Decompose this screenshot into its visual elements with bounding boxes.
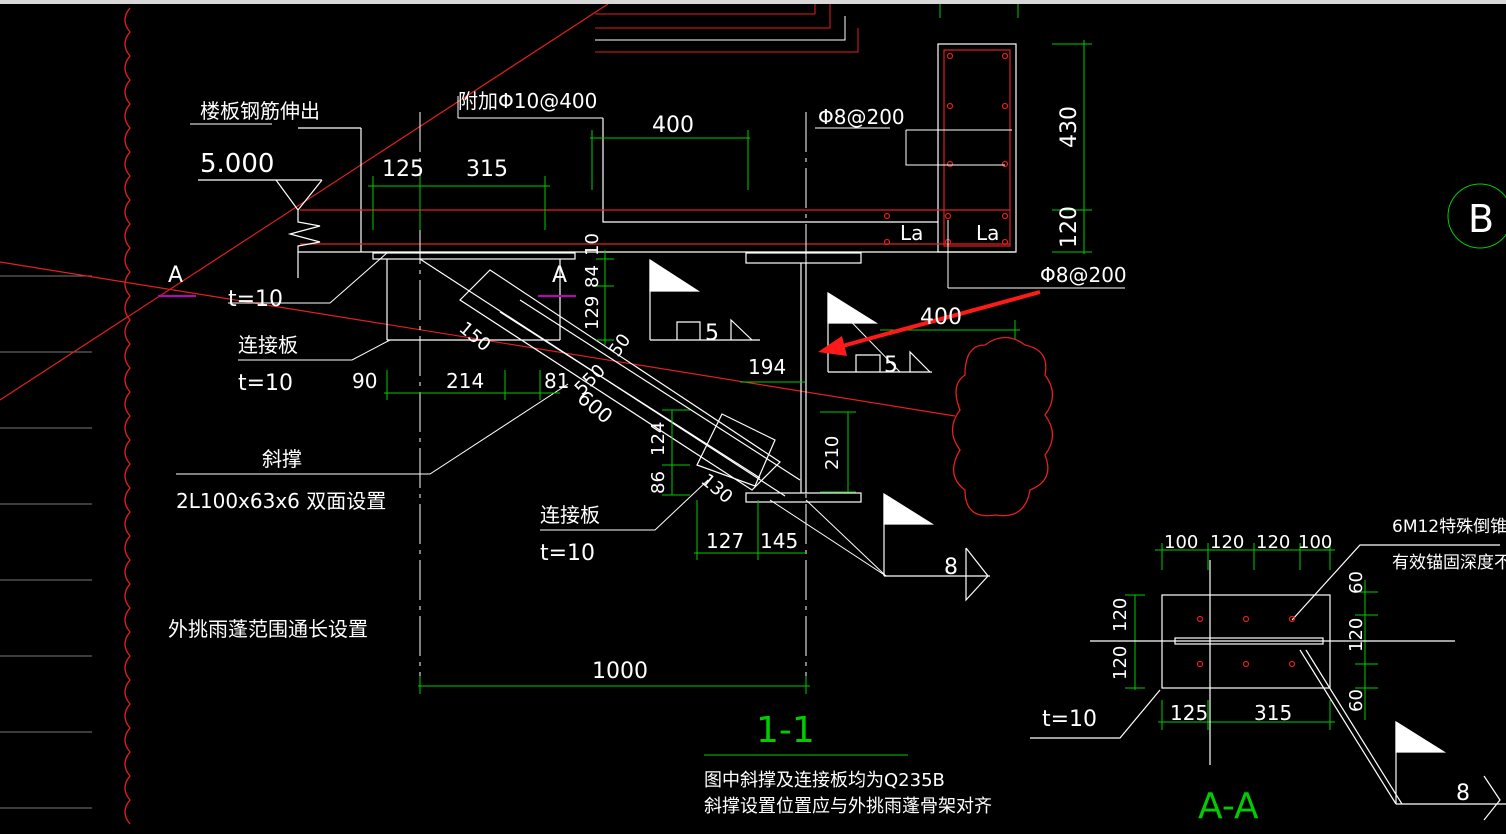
aa-dim-100b: 100 <box>1298 532 1332 553</box>
section-1-1-title: 1-1 <box>756 710 815 751</box>
dim-124: 124 <box>648 422 669 456</box>
dim-214: 214 <box>446 369 484 393</box>
rebar-phi8-right: Φ8@200 <box>1040 263 1127 287</box>
dim-400-mid: 400 <box>920 305 962 330</box>
la-label-1: La <box>900 221 923 245</box>
dim-127: 127 <box>706 529 744 553</box>
elevation-label: 5.000 <box>200 149 274 179</box>
left-edge-lines <box>0 275 92 809</box>
canopy-note: 外挑雨蓬范围通长设置 <box>168 617 368 641</box>
stirrup-lines <box>905 129 1125 289</box>
rebar-phi8-top: Φ8@200 <box>818 105 905 129</box>
red-annotation-arrow <box>818 290 1041 356</box>
conn-plate-label-2: 连接板 <box>540 503 600 527</box>
anchor-note-1: 6M12特殊倒锥形胀 <box>1392 517 1506 537</box>
elevation-marker <box>198 179 323 252</box>
centerlines <box>419 112 807 690</box>
dim-210: 210 <box>822 436 843 470</box>
axis-b-label: B <box>1468 197 1494 241</box>
aa-dim-60b: 60 <box>1346 689 1367 712</box>
dim-194: 194 <box>748 355 786 379</box>
aa-dim-120b: 120 <box>1256 532 1290 553</box>
weld-size-5a: 5 <box>705 321 719 346</box>
dim-84: 84 <box>582 265 603 288</box>
section-aa-title: A-A <box>1198 786 1259 827</box>
top-rebar-lines <box>595 4 1019 53</box>
aa-dim-120v2: 120 <box>1110 646 1131 680</box>
t10-mid: t=10 <box>238 371 293 396</box>
slab-outline <box>297 43 1017 278</box>
revision-cloud-left <box>124 7 131 825</box>
aa-plate <box>1030 544 1500 765</box>
aa-dim-120a: 120 <box>1210 532 1244 553</box>
aa-dim-120v1: 120 <box>1110 598 1131 632</box>
additional-rebar-label: 附加Φ10@400 <box>458 89 597 113</box>
diagonal-brace <box>419 258 801 497</box>
note-line-2: 斜撑设置位置应与外挑雨蓬骨架对齐 <box>704 796 992 817</box>
aa-dim-120c: 120 <box>1346 618 1367 652</box>
cad-drawing-canvas[interactable]: 楼板钢筋伸出 5.000 附加Φ10@400 400 Φ8@200 430 12… <box>0 3 1506 830</box>
drawing-texts: 楼板钢筋伸出 5.000 附加Φ10@400 400 Φ8@200 430 12… <box>168 89 1506 827</box>
dim-120-right: 120 <box>1057 206 1082 248</box>
note-line-1: 图中斜撑及连接板均为Q235B <box>704 770 945 791</box>
dim-315: 315 <box>466 157 508 182</box>
la-label-2: La <box>976 221 999 245</box>
floor-rebar-label: 楼板钢筋伸出 <box>200 99 320 123</box>
brace-label: 斜撑 <box>262 447 302 471</box>
aa-dim-100a: 100 <box>1164 532 1198 553</box>
dim-10: 10 <box>582 233 603 256</box>
dim-81: 81 <box>544 369 569 393</box>
t10-low: t=10 <box>540 541 595 566</box>
dim-145: 145 <box>760 529 798 553</box>
weld-size-8b: 8 <box>1456 781 1470 806</box>
dim-400-top: 400 <box>652 113 694 138</box>
dim-90: 90 <box>352 369 377 393</box>
section-a-right: A <box>552 263 567 288</box>
dim-129: 129 <box>582 296 603 330</box>
conn-plate-label-1: 连接板 <box>238 333 298 357</box>
aa-dim-125: 125 <box>1170 701 1208 725</box>
brace-spec: 2L100x63x6 双面设置 <box>176 489 386 513</box>
dim-50a: 50 <box>605 330 635 361</box>
window-top-border <box>0 0 1506 4</box>
section-a-left: A <box>168 263 183 288</box>
dim-150: 150 <box>455 318 495 356</box>
anchor-note-2: 有效锚固深度不小于 <box>1392 553 1506 573</box>
dim-430: 430 <box>1057 106 1082 148</box>
dim-86: 86 <box>648 471 669 494</box>
dim-1000: 1000 <box>592 659 648 684</box>
aa-t10: t=10 <box>1042 707 1097 732</box>
dim-125: 125 <box>382 157 424 182</box>
aa-dim-60a: 60 <box>1346 571 1367 594</box>
aa-anchor-holes <box>1196 615 1296 668</box>
aa-dim-315: 315 <box>1254 701 1292 725</box>
weld-size-8a: 8 <box>944 555 958 580</box>
dimension-lines <box>368 40 1506 756</box>
cad-drawing[interactable]: 楼板钢筋伸出 5.000 附加Φ10@400 400 Φ8@200 430 12… <box>0 3 1506 830</box>
weld-size-5b: 5 <box>884 353 898 378</box>
t10-top: t=10 <box>228 287 283 312</box>
revision-cloud-right <box>951 336 1054 517</box>
slab-rebar <box>300 49 1011 247</box>
weld-symbols <box>649 258 1506 821</box>
